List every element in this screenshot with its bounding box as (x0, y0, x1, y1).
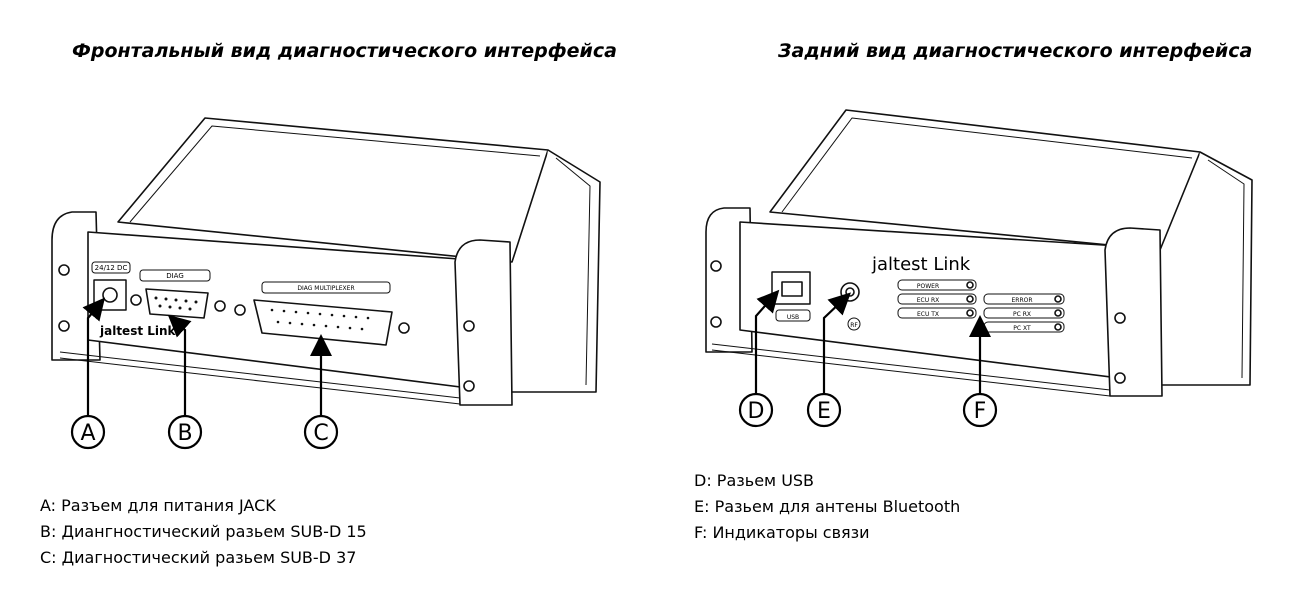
led-label-power: POWER (917, 283, 939, 290)
rf-port-label: RF (850, 322, 858, 329)
led-label-ecu-tx: ECU TX (917, 311, 939, 318)
legend-item-e: E: Разьем для антены Bluetooth (694, 497, 961, 516)
mux-port-label: DIAG MULTIPLEXER (297, 285, 354, 292)
callout-a-letter: A (80, 421, 95, 446)
callout-e-letter: E (817, 399, 831, 424)
callout-f-letter: F (974, 399, 987, 424)
callout-c-letter: C (313, 421, 328, 446)
front-brand-logo: jaltest Link (99, 324, 177, 338)
front-callout-arrows (82, 297, 332, 415)
callout-b: B (167, 414, 203, 450)
rear-device (705, 109, 1253, 397)
legend-item-d: D: Разьем USB (694, 471, 815, 490)
rear-legend: D: Разьем USB E: Разьем для антены Bluet… (694, 468, 960, 546)
callout-c: C (303, 414, 339, 450)
callout-b-letter: B (177, 421, 192, 446)
callout-d: D (738, 392, 774, 428)
led-label-ecu-rx: ECU RX (917, 297, 940, 304)
front-device (51, 117, 601, 406)
rear-callout-arrows (754, 289, 991, 393)
power-jack-label: 24/12 DC (95, 264, 128, 272)
callout-d-letter: D (748, 399, 765, 424)
rear-view-title: Задний вид диагностического интерфейса (778, 40, 1253, 62)
led-label-pc-rx: PC RX (1013, 311, 1031, 318)
rear-brand-logo: jaltest Link (871, 254, 971, 275)
led-label-error: ERROR (1011, 297, 1032, 304)
legend-item-c: C: Диагностический разьем SUB-D 37 (40, 548, 357, 567)
callout-e: E (806, 392, 842, 428)
callout-f: F (962, 392, 998, 428)
led-label-pc-xt: PC XT (1013, 325, 1031, 332)
usb-port-label: USB (787, 314, 799, 321)
diag-port-label: DIAG (166, 272, 184, 280)
legend-item-a: A: Разъем для питания JACK (40, 496, 276, 515)
legend-item-b: B: Диангностический разьем SUB-D 15 (40, 522, 367, 541)
front-legend: A: Разъем для питания JACK B: Диангности… (40, 493, 367, 571)
front-view-title: Фронтальный вид диагностического интерфе… (72, 40, 617, 62)
callout-a: A (70, 414, 106, 450)
front-connector-pins (154, 296, 370, 331)
legend-item-f: F: Индикаторы связи (694, 523, 870, 542)
